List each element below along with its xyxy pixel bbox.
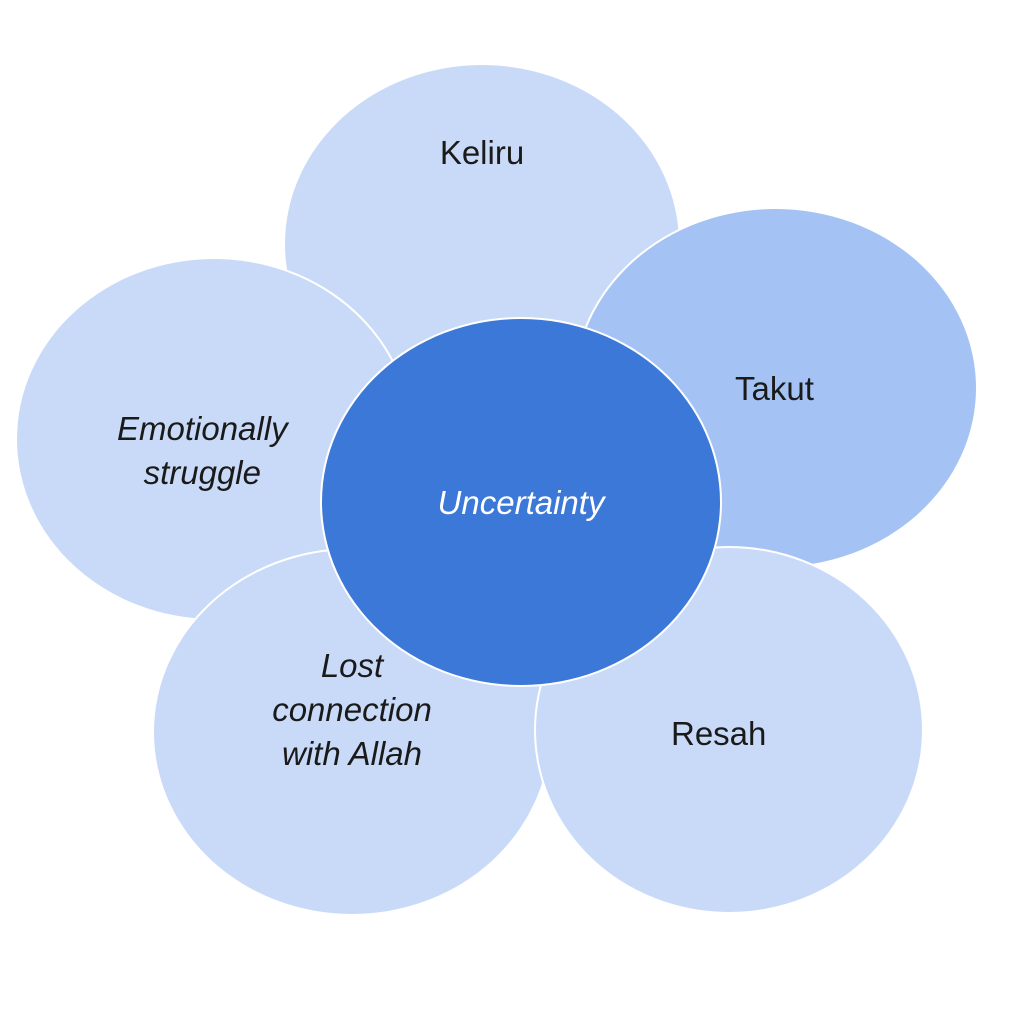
petal-label: Lost connection with Allah (272, 644, 432, 776)
petal-label: Resah (671, 712, 766, 756)
petal-label-line: Lost (320, 647, 384, 684)
center-circle: Uncertainty (320, 317, 722, 687)
petal-label-line: Takut (735, 370, 814, 407)
petal-label: Emotionally struggle (117, 407, 288, 495)
center-label: Uncertainty (438, 481, 605, 525)
petal-label-line: with Allah (281, 735, 422, 772)
center-label-text: Uncertainty (437, 484, 605, 521)
petal-label-line: struggle (143, 454, 261, 491)
petal-label: Keliru (440, 131, 524, 175)
petal-label-line: Keliru (439, 134, 525, 171)
petal-label-line: Resah (671, 715, 767, 752)
petal-label-line: connection (272, 691, 432, 728)
petal-label-line: Emotionally (117, 410, 288, 447)
petal-label: Takut (735, 367, 814, 411)
